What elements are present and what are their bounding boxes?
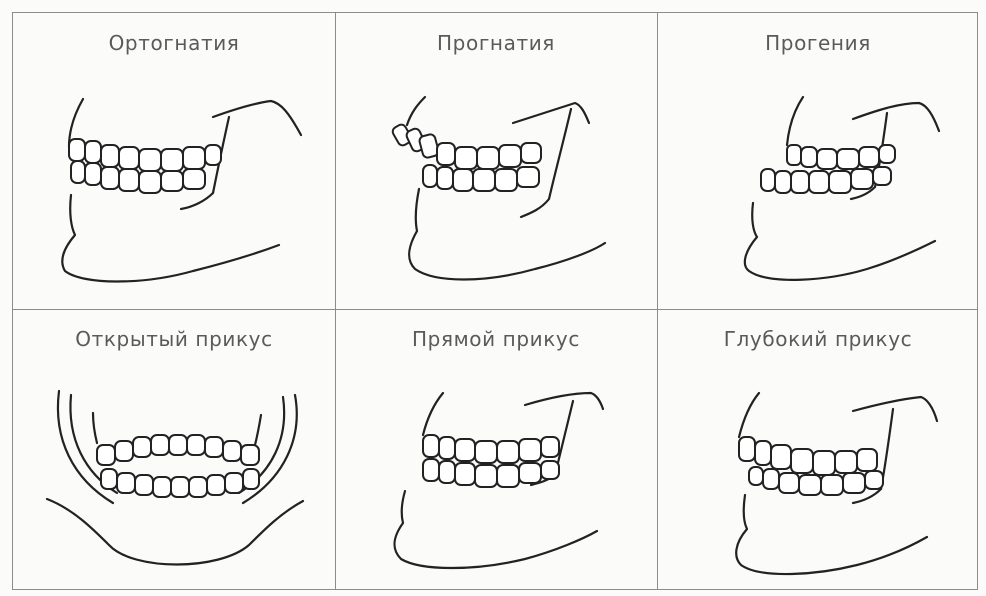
upper-teeth-arch: [97, 435, 259, 465]
upper-lip-line: [407, 97, 425, 125]
upper-lip-line: [787, 97, 803, 145]
panel-open-bite: Открытый прикус: [13, 309, 335, 591]
upper-lip-line: [423, 393, 443, 435]
mandible-outline: [62, 195, 279, 282]
upper-jaw-outline: [853, 397, 937, 421]
jaw-profile-drawing: [335, 309, 657, 591]
panel-straight-bite: Прямой прикус: [335, 309, 657, 591]
mandible-outline: [745, 203, 935, 280]
lower-teeth-row: [423, 165, 539, 191]
upper-teeth-row: [423, 435, 559, 463]
panel-orthognathia: Ортогнатия: [13, 13, 335, 309]
lower-teeth-arch: [101, 469, 259, 497]
jaw-profile-drawing: [657, 13, 979, 309]
upper-jaw-outline: [513, 103, 589, 123]
chin-outline: [47, 499, 303, 565]
left-incisor-line: [93, 413, 97, 443]
upper-jaw-outline: [853, 103, 939, 131]
panel-progenia: Прогения: [657, 13, 979, 309]
bite-types-grid: Ортогнатия: [12, 12, 978, 590]
jaw-frontal-drawing: [13, 309, 335, 591]
jaw-profile-drawing: [335, 13, 657, 309]
jaw-profile-drawing: [657, 309, 979, 591]
panel-prognathia: Прогнатия: [335, 13, 657, 309]
lower-tooth-root-line: [181, 193, 213, 209]
panel-deep-bite: Глубокий прикус: [657, 309, 979, 591]
mandible-outline: [394, 491, 597, 568]
upper-jaw-outline: [525, 393, 603, 409]
right-incisor-line: [255, 415, 261, 445]
upper-teeth-row: [391, 123, 541, 169]
jaw-profile-drawing: [13, 13, 335, 309]
mandible-outline: [736, 495, 927, 574]
mandible-outline: [409, 189, 605, 280]
upper-lip-line: [739, 393, 759, 437]
